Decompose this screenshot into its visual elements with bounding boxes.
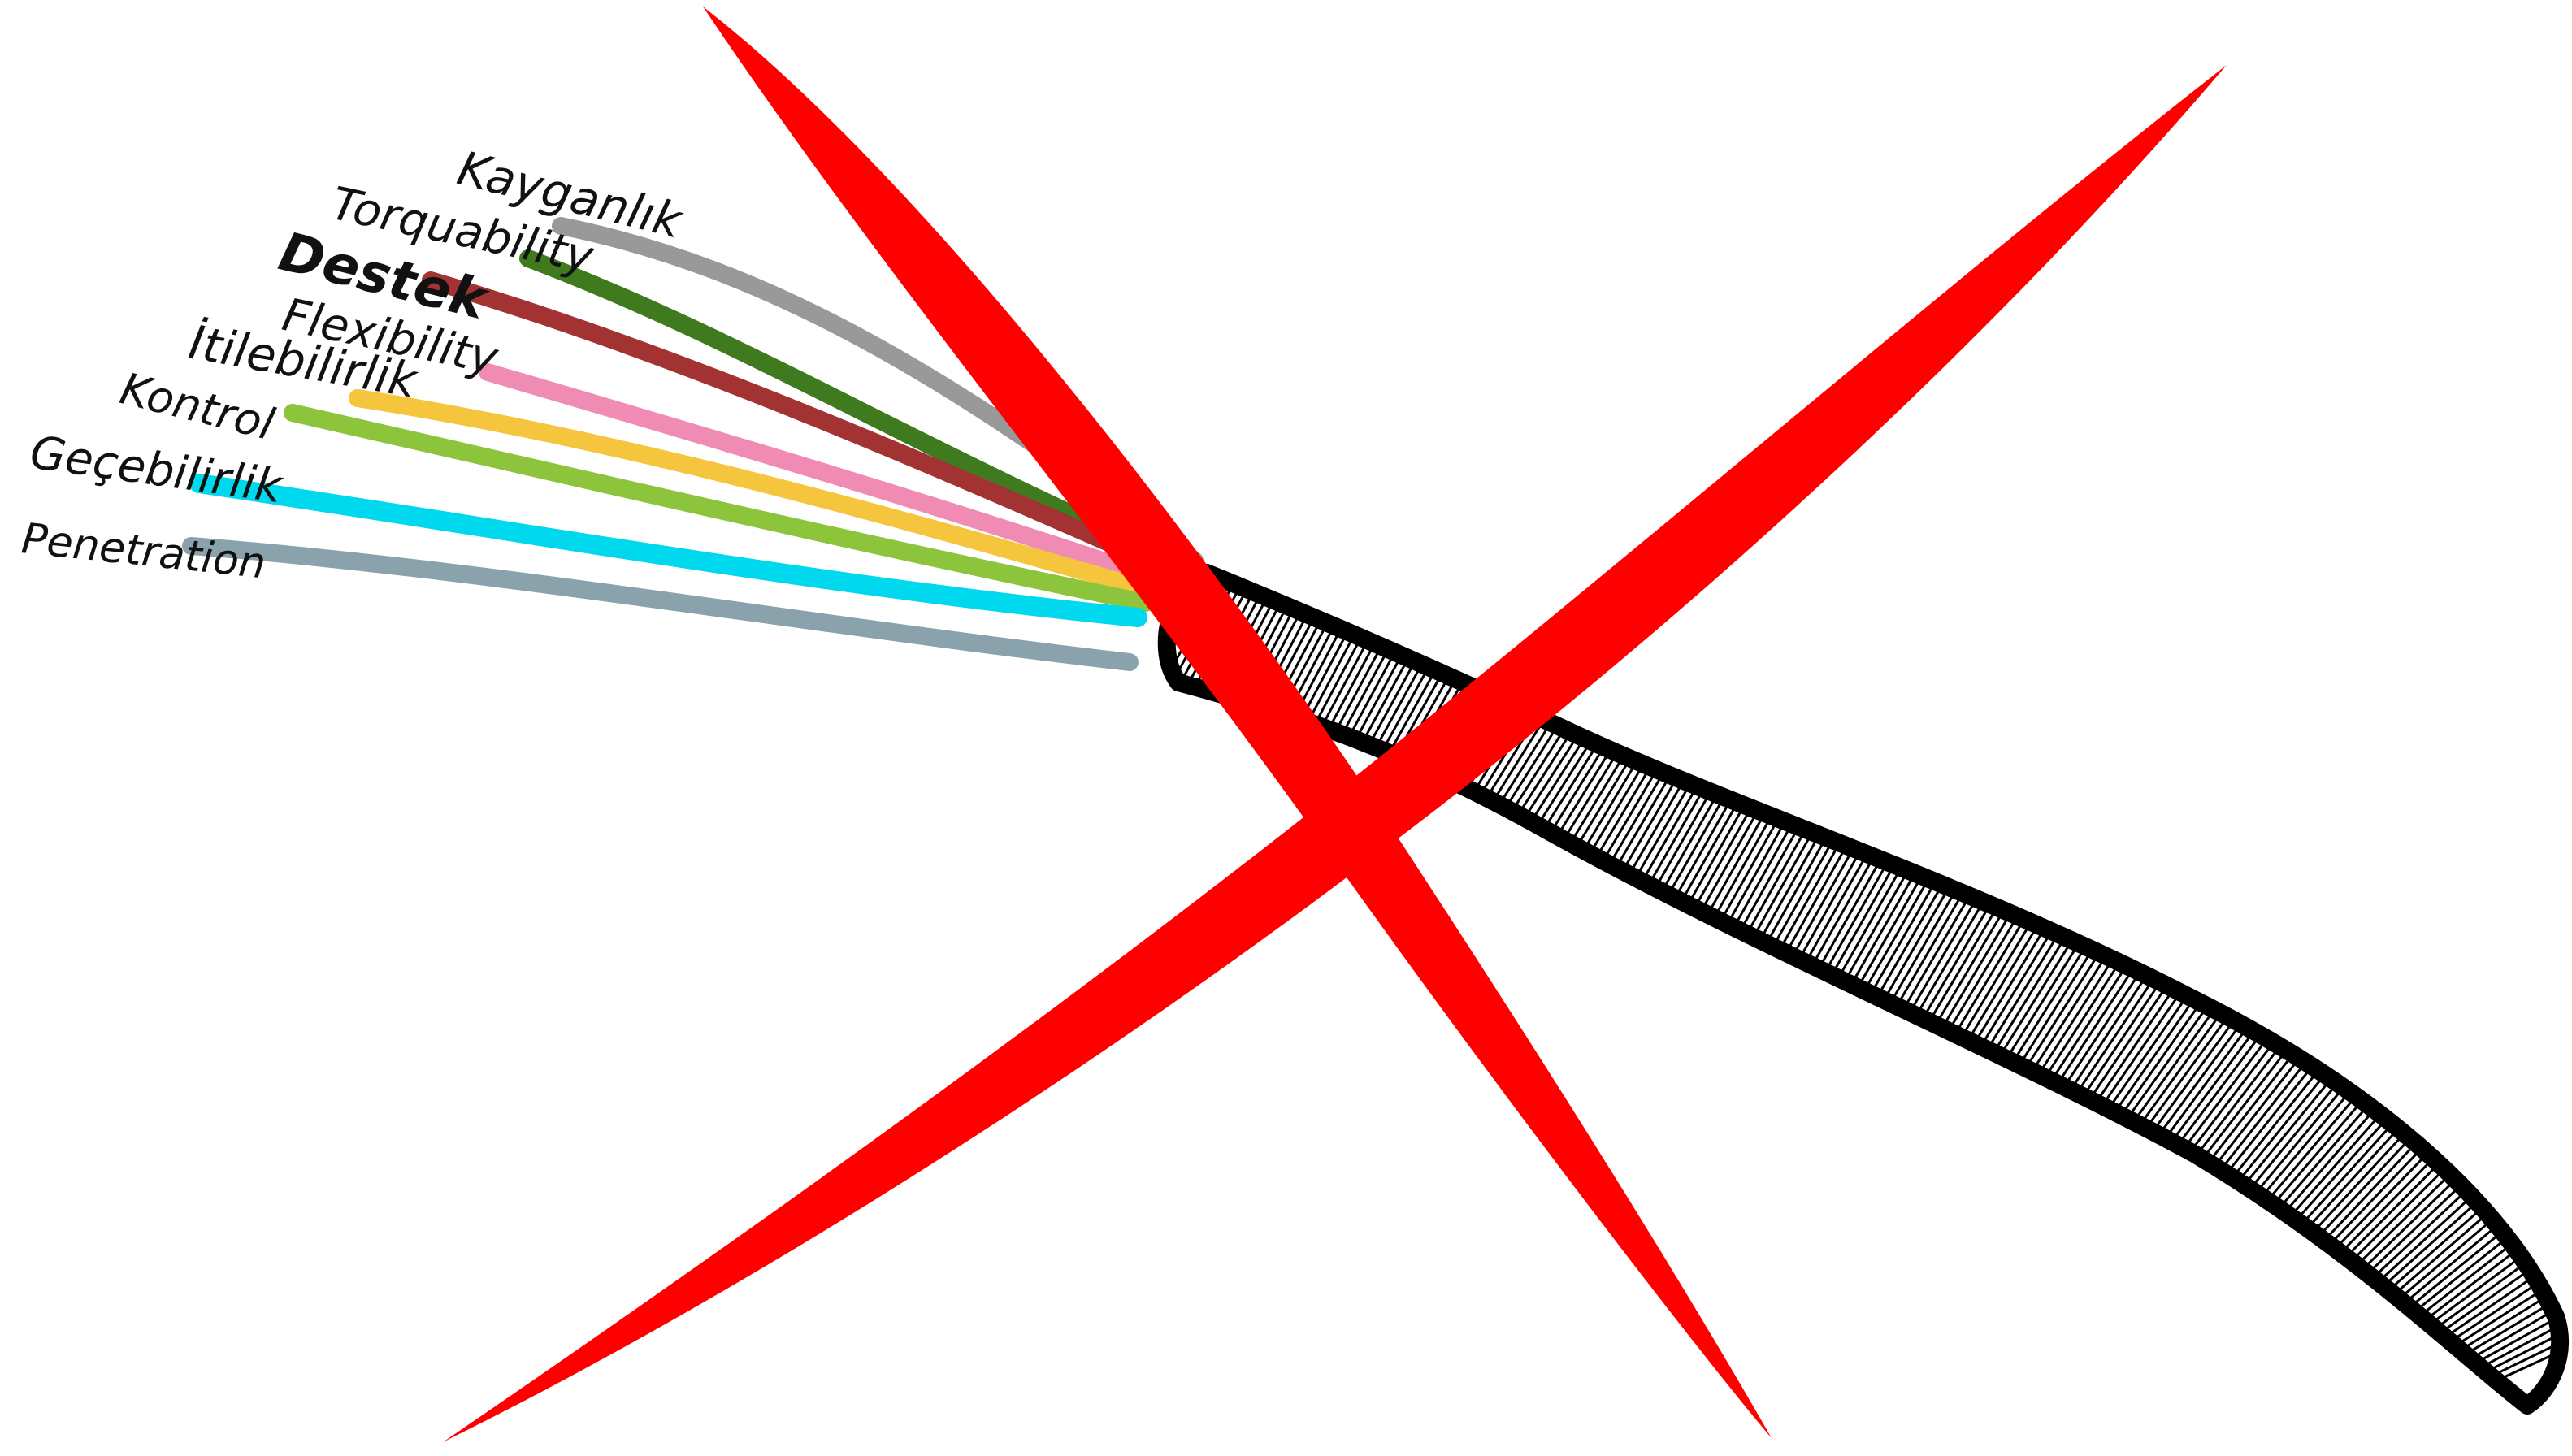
coiled-cable [1160, 561, 2572, 1406]
strand-labels: Kayganlık Torquability Destek Flexibilit… [20, 141, 689, 589]
cross-stroke-1 [703, 6, 1772, 1438]
label-penetration: Penetration [20, 514, 268, 588]
cable-jacket [1167, 573, 2560, 1406]
